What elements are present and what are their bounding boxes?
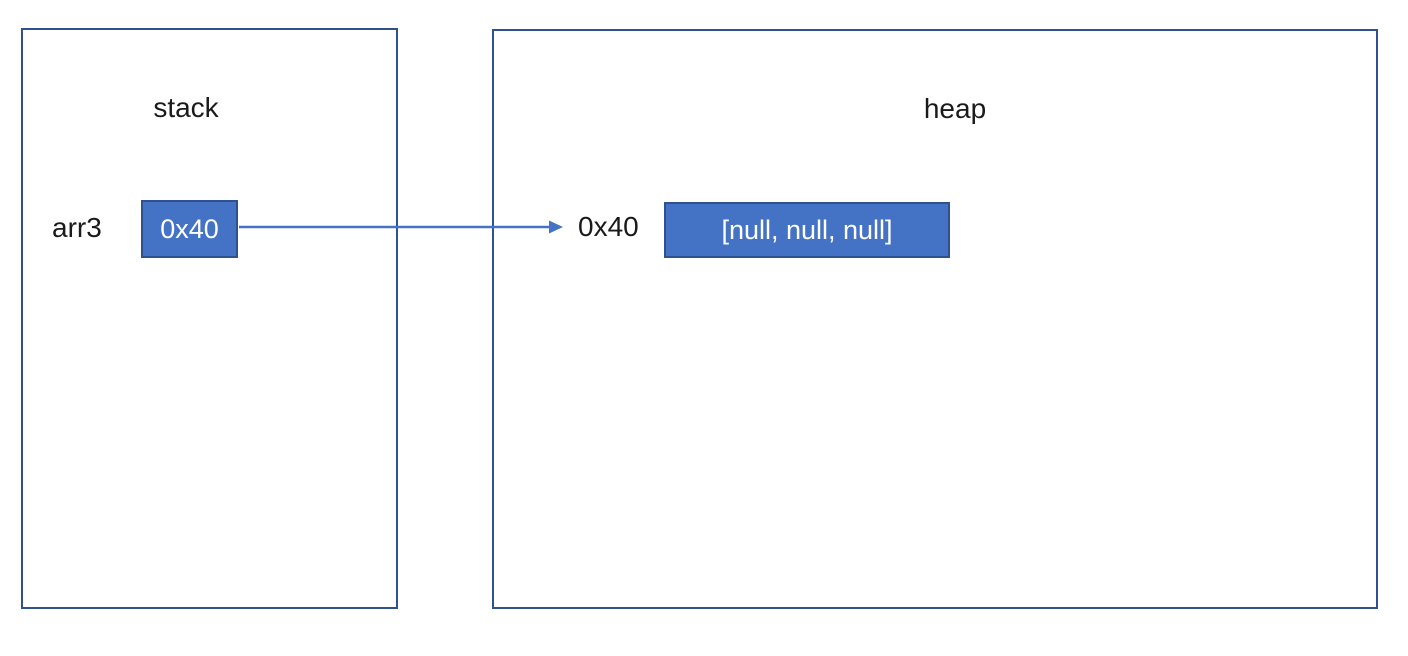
stack-region: [21, 28, 398, 609]
heap-address-label: 0x40: [578, 211, 639, 242]
heap-region: [492, 29, 1378, 609]
variable-value-text: 0x40: [160, 213, 219, 244]
stack-region-title: stack: [153, 92, 219, 123]
variable-value-cell: 0x40: [141, 200, 238, 258]
variable-name-label: arr3: [52, 212, 102, 243]
heap-region-title: heap: [923, 93, 987, 124]
heap-value-cell: [null, null, null]: [664, 202, 950, 258]
heap-value-text: [null, null, null]: [721, 214, 893, 245]
